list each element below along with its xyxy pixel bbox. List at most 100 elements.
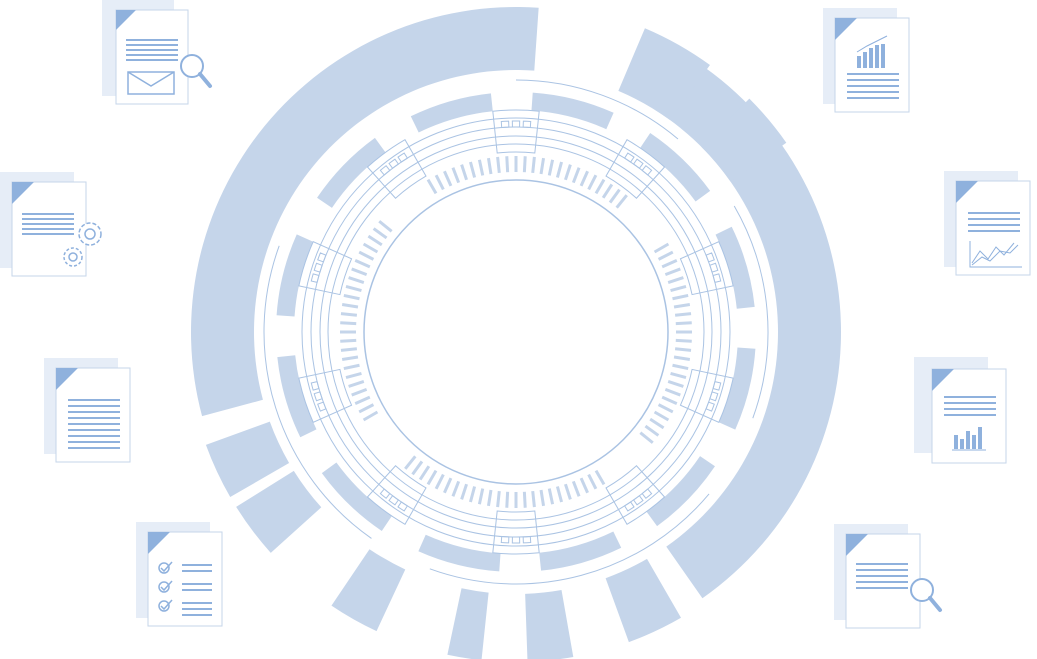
outer-block-segment xyxy=(236,470,322,553)
inner-tick xyxy=(579,477,589,494)
inner-tick xyxy=(443,477,453,494)
outer-block-segment xyxy=(525,590,574,659)
thin-ring-arc xyxy=(515,79,679,140)
mid-band-segment xyxy=(640,133,711,202)
inner-tick xyxy=(343,363,360,371)
inner-tick xyxy=(571,480,581,497)
ring-frame xyxy=(298,241,353,296)
ring-frame-slot xyxy=(623,152,635,163)
inner-tick xyxy=(404,455,417,470)
outer-block-segment xyxy=(605,558,681,643)
ring-frame xyxy=(366,465,427,525)
inner-tick xyxy=(615,194,628,209)
ring-frame xyxy=(605,465,666,525)
inner-tick xyxy=(653,242,670,254)
inner-tick xyxy=(418,465,431,481)
inner-tick xyxy=(539,489,546,507)
ring-frame-slot xyxy=(397,152,409,163)
mid-band-segment xyxy=(418,534,501,572)
inner-tick xyxy=(340,321,357,326)
inner-tick xyxy=(639,431,654,444)
ring-frame-slot xyxy=(388,495,400,506)
inner-tick xyxy=(426,469,438,486)
inner-tick xyxy=(460,483,468,500)
concentric-ring xyxy=(327,143,705,521)
outer-block-segment xyxy=(331,549,406,632)
ring-frame xyxy=(679,368,734,423)
ring-frame-slot xyxy=(632,158,644,169)
inner-tick xyxy=(358,403,375,414)
inner-tick xyxy=(362,410,379,422)
inner-tick xyxy=(644,424,660,437)
document-checklist-icon xyxy=(136,522,236,632)
thin-ring-arc xyxy=(733,205,769,419)
inner-tick xyxy=(673,302,691,309)
document-bar-chart-icon xyxy=(914,357,1014,467)
ring-frame-slot xyxy=(317,401,327,412)
inner-tick xyxy=(505,156,510,173)
ring-frame-slot xyxy=(511,536,521,544)
ring-frame-slot xyxy=(313,262,323,273)
ring-frame-slot xyxy=(397,501,409,512)
inner-tick xyxy=(411,460,424,476)
inner-tick xyxy=(539,157,546,175)
ring-frame-slot xyxy=(641,488,653,499)
inner-tick xyxy=(675,321,692,326)
mid-band-segment xyxy=(531,92,614,130)
ring-frame-slot xyxy=(317,252,327,263)
inner-tick xyxy=(340,312,358,317)
inner-tick xyxy=(341,355,359,362)
ring-frame-slot xyxy=(709,262,719,273)
mid-band-segment xyxy=(646,456,715,527)
ring-frame-slot xyxy=(712,380,722,391)
inner-tick xyxy=(468,161,477,178)
inner-tick xyxy=(351,267,368,277)
document-email-search-icon xyxy=(102,0,217,110)
inner-tick xyxy=(486,157,493,175)
inner-tick xyxy=(547,159,555,176)
outer-block-segment xyxy=(701,98,787,182)
inner-tick xyxy=(555,161,564,178)
inner-tick xyxy=(571,167,581,184)
inner-tick xyxy=(434,473,445,490)
inner-tick xyxy=(354,259,371,269)
outer-arc-segment xyxy=(191,6,539,417)
inner-tick xyxy=(564,164,572,181)
inner-tick xyxy=(608,188,621,204)
ring-frame-slot xyxy=(313,391,323,402)
outer-block-segment xyxy=(447,588,489,659)
inner-tick xyxy=(378,220,393,233)
document-bar-chart-icon xyxy=(823,8,923,118)
inner-tick xyxy=(426,178,438,195)
outer-block-segment xyxy=(205,421,290,497)
ring-frame-slot xyxy=(641,165,653,176)
inner-tick xyxy=(670,284,687,293)
ring-frame-slot xyxy=(379,488,391,499)
inner-tick xyxy=(673,355,691,362)
inner-tick xyxy=(657,403,674,414)
inner-tick xyxy=(522,491,527,508)
ring-frame-slot xyxy=(511,120,521,128)
inner-tick xyxy=(587,473,598,490)
inner-tick xyxy=(594,469,606,486)
document-gears-icon xyxy=(0,172,115,282)
inner-tick xyxy=(661,259,678,269)
ring-frame-slot xyxy=(522,120,532,129)
thin-ring-arc xyxy=(263,245,372,539)
mid-band-segment xyxy=(321,462,392,531)
ring-frame-slot xyxy=(623,501,635,512)
inner-tick xyxy=(674,312,692,317)
inner-tick xyxy=(649,417,665,430)
inner-tick xyxy=(531,156,536,174)
ring-frame-slot xyxy=(712,273,722,284)
inner-tick xyxy=(672,293,689,301)
inner-tick xyxy=(351,387,368,397)
inner-tick xyxy=(372,227,388,240)
inner-tick xyxy=(460,164,468,181)
inner-tick xyxy=(343,293,360,301)
ring-frame-slot xyxy=(500,120,510,129)
mid-band-segment xyxy=(718,347,756,430)
ring-frame xyxy=(679,241,734,296)
inner-tick xyxy=(486,489,493,507)
